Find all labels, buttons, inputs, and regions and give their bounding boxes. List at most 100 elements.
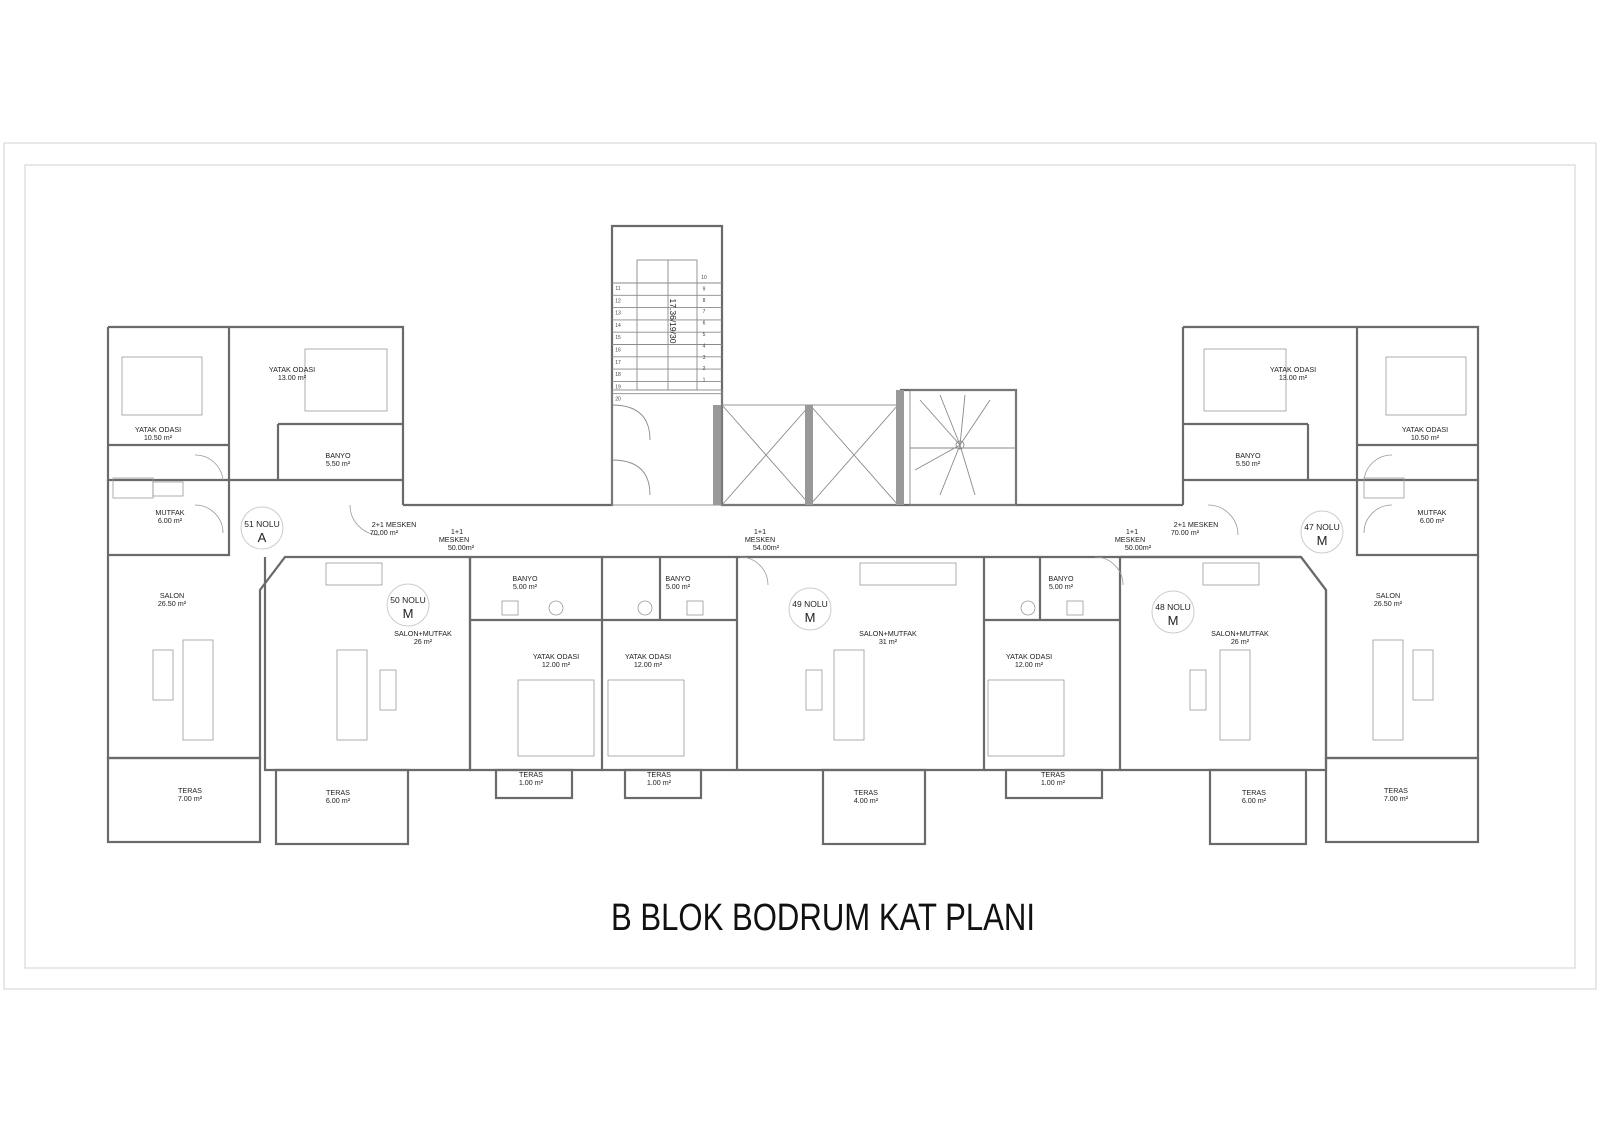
room-area: 5.00 m² <box>513 582 538 591</box>
room-area: 5.50 m² <box>1236 459 1261 468</box>
room-name: BANYO <box>1048 574 1074 583</box>
room-area: 1.00 m² <box>519 778 544 787</box>
furniture <box>112 348 1467 757</box>
unit-50-label: 1+1 <box>451 527 463 536</box>
unit-47-type: M <box>1317 533 1328 548</box>
unit-48-label2: MESKEN <box>1115 535 1145 544</box>
room-area: 5.00 m² <box>1049 582 1074 591</box>
room-area: 7.00 m² <box>178 794 203 803</box>
outer-frame <box>3 142 1597 990</box>
unit-49-type: M <box>805 610 816 625</box>
stair-step-number: 17 <box>615 360 621 366</box>
unit-51-area: 70.00 m² <box>370 528 399 537</box>
room-name: YATAK ODASI <box>269 365 315 374</box>
room-area: 6.00 m² <box>158 516 183 525</box>
unit-48-label: 1+1 <box>1126 527 1138 536</box>
stair-step-number: 15 <box>615 335 621 341</box>
room-area: 10.50 m² <box>144 433 173 442</box>
room-name: BANYO <box>1235 451 1261 460</box>
unit-48-area: 50.00m² <box>1125 543 1152 552</box>
stair-step-number: 18 <box>615 372 621 378</box>
room-area: 12.00 m² <box>634 660 663 669</box>
stair-step-number: 6 <box>703 321 706 327</box>
stair-step-number: 12 <box>615 298 621 304</box>
stair-step-number: 20 <box>615 397 621 403</box>
stair-dimension-label: 17.36/19/30 <box>668 299 678 344</box>
stair-step-number: 8 <box>703 298 706 304</box>
unit-49-number: 49 NOLU <box>792 599 827 609</box>
stair-step-number: 11 <box>615 286 620 292</box>
unit-49-label: 1+1 <box>754 527 766 536</box>
inner-frame <box>24 164 1576 969</box>
room-name: TERAS <box>1242 788 1266 797</box>
room-name: YATAK ODASI <box>1006 652 1052 661</box>
unit-47-number: 47 NOLU <box>1304 522 1339 532</box>
unit-51-label: 2+1 MESKEN <box>372 520 417 529</box>
room-name: TERAS <box>178 786 202 795</box>
unit-49-label2: MESKEN <box>745 535 775 544</box>
room-area: 1.00 m² <box>647 778 672 787</box>
room-area: 12.00 m² <box>1015 660 1044 669</box>
room-name: YATAK ODASI <box>1270 365 1316 374</box>
room-name: MUTFAK <box>1417 508 1446 517</box>
unit-48-type: M <box>1168 613 1179 628</box>
room-name: MUTFAK <box>155 508 184 517</box>
room-area: 7.00 m² <box>1384 794 1409 803</box>
room-name: TERAS <box>854 788 878 797</box>
room-area: 6.00 m² <box>1420 516 1445 525</box>
unit-50-number: 50 NOLU <box>390 595 425 605</box>
stair-step-number: 5 <box>703 332 706 338</box>
terraces <box>106 756 1480 846</box>
room-area: 6.00 m² <box>1242 796 1267 805</box>
room-name: YATAK ODASI <box>1402 425 1448 434</box>
room-name: SALON <box>160 591 184 600</box>
room-area: 5.00 m² <box>666 582 691 591</box>
stair-step-number: 14 <box>615 323 621 329</box>
stair-step-number: 4 <box>703 343 706 349</box>
room-area: 26 m² <box>414 637 433 646</box>
room-name: BANYO <box>665 574 691 583</box>
stairwell: 17.36/19/30 <box>611 259 1017 506</box>
stair-step-number: 10 <box>701 275 707 281</box>
room-name: TERAS <box>519 770 543 779</box>
room-area: 26.50 m² <box>158 599 187 608</box>
room-name: TERAS <box>1041 770 1065 779</box>
room-name: YATAK ODASI <box>533 652 579 661</box>
unit-51-type: A <box>258 530 267 545</box>
room-name: BANYO <box>325 451 351 460</box>
unit-area-labels: 2+1 MESKEN 70.00 m² 1+1 MESKEN 50.00m² 1… <box>370 520 1218 552</box>
unit-50-type: M <box>403 606 414 621</box>
stair-step-number: 1 <box>703 378 706 384</box>
unit-51-number: 51 NOLU <box>244 519 279 529</box>
room-area: 31 m² <box>879 637 898 646</box>
room-area: 5.50 m² <box>326 459 351 468</box>
room-name: BANYO <box>512 574 538 583</box>
room-area: 26 m² <box>1231 637 1250 646</box>
room-area: 26.50 m² <box>1374 599 1403 608</box>
unit-50-label2: MESKEN <box>439 535 469 544</box>
room-name: SALON+MUTFAK <box>859 629 917 638</box>
unit-47-label: 2+1 MESKEN <box>1174 520 1219 529</box>
room-area: 4.00 m² <box>854 796 879 805</box>
room-area: 13.00 m² <box>278 373 307 382</box>
room-area: 13.00 m² <box>1279 373 1308 382</box>
stair-step-number: 19 <box>615 384 621 390</box>
stair-step-number: 9 <box>703 286 706 292</box>
plan-title: B BLOK BODRUM KAT PLANI <box>611 897 1035 939</box>
unit-48-number: 48 NOLU <box>1155 602 1190 612</box>
stair-step-number: 3 <box>703 355 706 361</box>
room-name: SALON <box>1376 591 1400 600</box>
room-area: 6.00 m² <box>326 796 351 805</box>
unit-49-area: 54.00m² <box>753 543 780 552</box>
building-walls <box>106 224 1480 772</box>
stair-step-number: 7 <box>703 309 706 315</box>
unit-50-area: 50.00m² <box>448 543 475 552</box>
room-name: TERAS <box>1384 786 1408 795</box>
room-name: TERAS <box>647 770 671 779</box>
unit-47-area: 70.00 m² <box>1171 528 1200 537</box>
room-area: 1.00 m² <box>1041 778 1066 787</box>
room-area: 10.50 m² <box>1411 433 1440 442</box>
stair-step-number: 2 <box>703 366 706 372</box>
